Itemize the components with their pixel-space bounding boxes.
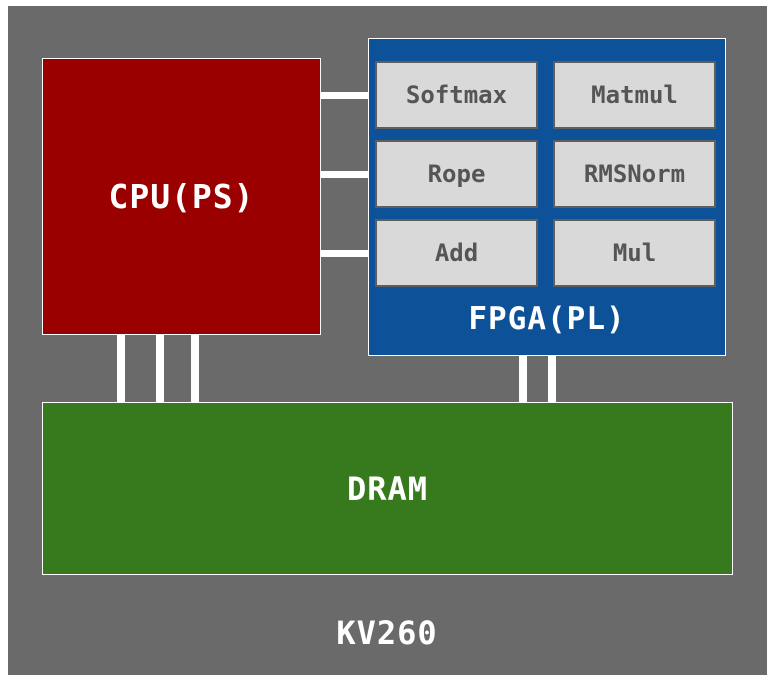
board-label: KV260 <box>336 614 438 652</box>
fpga-label: FPGA(PL) <box>468 301 626 337</box>
fpga-pl-block: Softmax Matmul Rope RMSNorm Add Mul FPGA… <box>368 38 726 356</box>
op-rmsnorm: RMSNorm <box>553 140 716 208</box>
op-label: RMSNorm <box>583 160 686 188</box>
cpu-fpga-bus-2 <box>321 171 369 178</box>
cpu-ps-block: CPU(PS) <box>42 58 321 335</box>
op-mul: Mul <box>553 219 716 287</box>
op-matmul: Matmul <box>553 61 716 129</box>
dram-label: DRAM <box>346 469 429 508</box>
op-add: Add <box>375 219 538 287</box>
op-label: Matmul <box>591 81 678 109</box>
fpga-dram-bus-2 <box>548 355 556 403</box>
cpu-fpga-bus-1 <box>321 92 369 99</box>
op-label: Softmax <box>405 81 508 109</box>
op-rope: Rope <box>375 140 538 208</box>
cpu-label: CPU(PS) <box>108 177 255 216</box>
cpu-dram-bus-1 <box>117 335 125 403</box>
op-label: Mul <box>612 239 657 267</box>
dram-block: DRAM <box>42 402 733 575</box>
op-label: Add <box>434 239 479 267</box>
cpu-dram-bus-3 <box>191 335 199 403</box>
cpu-dram-bus-2 <box>156 335 164 403</box>
cpu-fpga-bus-3 <box>321 250 369 257</box>
fpga-dram-bus-1 <box>519 355 527 403</box>
op-label: Rope <box>427 160 486 188</box>
op-softmax: Softmax <box>375 61 538 129</box>
